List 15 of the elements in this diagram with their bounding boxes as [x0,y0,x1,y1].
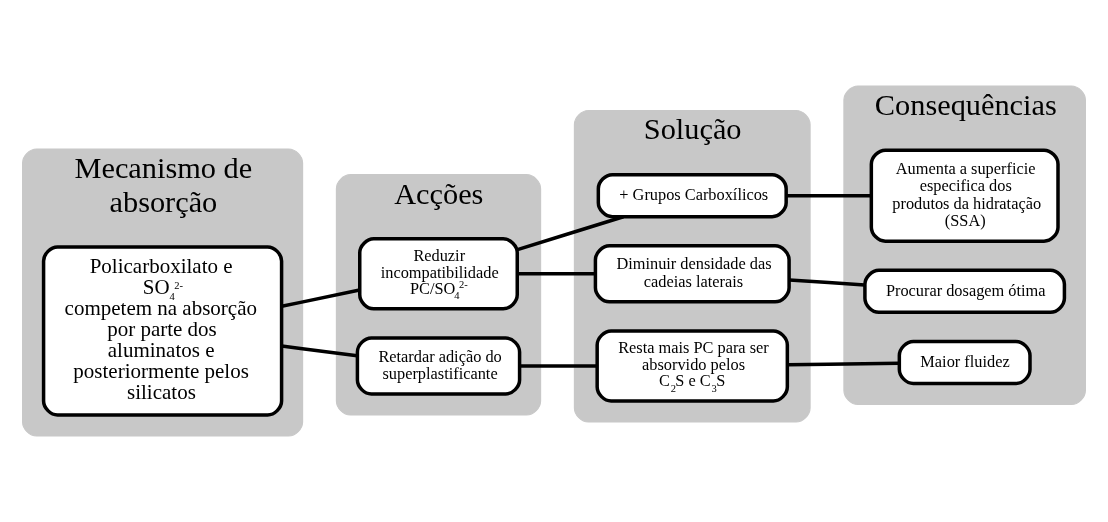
node-box: Resta mais PC para ser absorvido pelos C$_{2}$S e C$_{3}$S [595,329,790,403]
connector [281,344,358,358]
connector [787,361,900,367]
connector [517,272,595,276]
node-box: + Grupos Carboxílicos [596,172,788,219]
node-box: Maior fluidez [897,339,1032,386]
connector [519,364,598,368]
connector [517,215,624,252]
node-box: Retardar adição do superplastificante [355,336,522,396]
connector [281,288,360,309]
node-box: Procurar dosagem ótima [863,268,1067,315]
connector [789,278,865,287]
node-box: Diminuir densidade das cadeias laterais [593,244,791,304]
node-box: Aumenta a superficie especifica dos produtos da hidratação (SSA) [869,148,1060,243]
connector [786,193,872,198]
